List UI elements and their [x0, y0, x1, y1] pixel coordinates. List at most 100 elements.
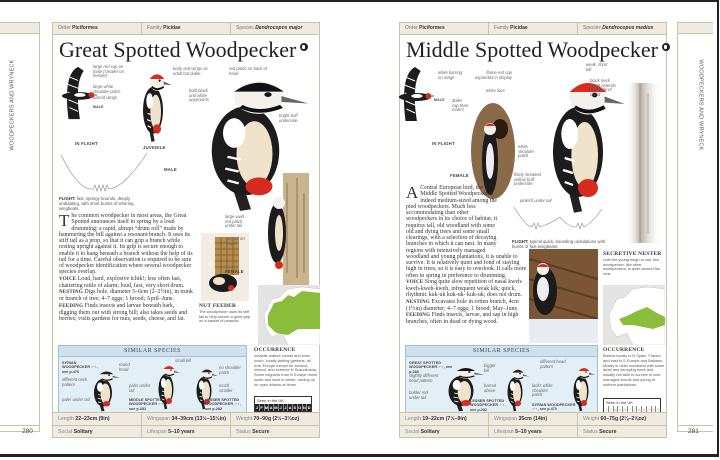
annotation: white barring on wings — [438, 70, 462, 80]
stats-footer: Length 19–22cm (7½–9in) Wingspan 35cm (1… — [400, 412, 666, 437]
photo-title: SECRETIVE NESTER — [603, 251, 662, 257]
similar-species-name: LESSER SPOTTED WOODPECKER ♂♀, see p.282 — [470, 399, 506, 412]
annotation: bright buff underside — [279, 113, 298, 123]
month-cell: N — [650, 406, 656, 413]
middle-spotted-illustration — [151, 360, 181, 410]
annotation: barred wings — [93, 95, 117, 100]
annotation: bolder red under tail — [409, 390, 428, 400]
annotation: much smaller — [219, 383, 233, 393]
range-map — [603, 285, 665, 345]
page-title: Middle Spotted Woodpecker — [406, 37, 671, 63]
label-juvenile: JUVENILE — [143, 145, 166, 150]
species-cell: Species Dendrocopos major — [236, 25, 303, 31]
annotation: body and wings as adult but duller — [173, 66, 208, 76]
month-cell: M — [622, 406, 627, 413]
annotation: barred above — [484, 383, 497, 393]
month-cell: S — [641, 406, 646, 413]
juvenile-illustration — [133, 65, 173, 143]
annotation: flame-red cap expanded in display — [474, 70, 512, 80]
month-cell: O — [645, 406, 651, 413]
similar-species-name: SYRIAN WOODPECKER ♂♀, see p.470 — [532, 403, 576, 412]
month-cell: J — [282, 404, 288, 411]
similar-species-title: SIMILAR SPECIES — [406, 346, 597, 357]
occurrence-text: Breeds locally in N Spain, France, and e… — [603, 353, 665, 387]
bird-in-flight-illustration — [396, 65, 434, 125]
month-cell: O — [296, 404, 302, 411]
flight-caption: FLIGHT: fast, springy bounds, deeply und… — [59, 196, 134, 211]
stat-wingspan: Wingspan 34–39cm (13½–15½in) — [142, 413, 231, 425]
stat-length: Length 19–22cm (7½–9in) — [400, 413, 489, 425]
month-cell: J — [255, 404, 259, 411]
annotation: small bill — [175, 358, 192, 363]
order-cell: Order Piciformes — [53, 23, 142, 34]
annotation: pinkish under tail — [520, 198, 552, 203]
month-cell: N — [301, 404, 307, 411]
photo-title: NUT FEEDER — [199, 303, 237, 309]
male-illustration — [178, 65, 313, 213]
month-cell: J — [277, 404, 283, 411]
similar-species-name: SYRIAN WOODPECKER ♂♀, see p.470 — [62, 361, 98, 374]
page-title: Great Spotted Woodpecker — [59, 37, 309, 63]
month-cell: D — [306, 404, 311, 411]
stat-weight: Weight 70–90g (2½–3¼oz) — [236, 416, 300, 422]
annotation: large vivid red patch under tail — [225, 214, 244, 229]
label-female: FEMALE — [225, 269, 244, 274]
annotation: bold black and white upperparts — [189, 88, 210, 103]
month-cell: J — [631, 406, 637, 413]
month-cell: A — [268, 404, 273, 411]
family-cell: Family Picidae — [142, 23, 231, 34]
lesser-spotted-illustration — [189, 364, 219, 410]
right-section-tab — [677, 22, 713, 432]
annotation: large white shoulder patch — [93, 84, 121, 94]
label-female: FEMALE — [450, 173, 469, 178]
label-in-flight: IN FLIGHT — [75, 141, 98, 146]
flight-path-diagram — [513, 206, 603, 230]
annotation: duller cap than male's — [452, 98, 469, 113]
stat-weight: Weight 60–75g (2⅛–2⅝oz) — [583, 416, 647, 422]
nest-hole-photo — [529, 249, 598, 343]
photo-caption: The woodpecker uses its stiff tail to he… — [199, 309, 251, 324]
bird-in-flight-illustration — [59, 65, 97, 123]
annotation: paler under tail — [62, 397, 90, 402]
section-label: WOODPECKERS AND WRYNECK — [697, 59, 704, 151]
sound-icon[interactable] — [300, 43, 309, 51]
page-number: 281 — [688, 428, 699, 435]
annotation: finely streaked yellow-buff underside — [514, 172, 541, 187]
annotation: paler under tail — [129, 383, 151, 393]
month-cell: M — [612, 406, 618, 413]
family-cell: Family Picidae — [489, 23, 578, 34]
occurrence-text: Inhabits mature woods and even scrub, lo… — [254, 353, 318, 387]
similar-species-panel: SIMILAR SPECIES SYRIAN WOODPECKER ♂♀, se… — [58, 345, 247, 413]
annotation: white face — [486, 88, 505, 93]
annotation: round head — [119, 362, 130, 372]
left-page: Order Piciformes Family Picidae Species … — [52, 22, 320, 438]
female-illustration — [249, 173, 317, 285]
stat-lifespan: Lifespan 5–10 years — [489, 426, 578, 437]
syrian-woodpecker-illustration — [566, 362, 596, 412]
taxonomy-header: Order Piciformes Family Picidae Species … — [53, 23, 319, 35]
range-map — [258, 285, 320, 345]
label-in-flight: IN FLIGHT — [432, 141, 455, 146]
annotation: red patch on back of head — [229, 66, 267, 76]
similar-species-title: SIMILAR SPECIES — [59, 346, 246, 357]
left-section-tab — [0, 22, 40, 432]
sound-icon[interactable] — [662, 43, 671, 51]
stat-social: Social Solitary — [53, 426, 142, 437]
annotation: different head pattern — [540, 359, 566, 369]
month-cell: J — [626, 406, 632, 413]
section-label: WOODPECKERS AND WRYNECK — [9, 59, 16, 151]
stat-wingspan: Wingspan 35cm (14in) — [489, 413, 578, 425]
label-male: MALE — [93, 105, 104, 109]
stat-length: Length 22–23cm (9in) — [53, 413, 142, 425]
month-cell: J — [604, 406, 608, 413]
taxonomy-header: Order Piciformes Family Picidae Species … — [400, 23, 666, 35]
species-cell: Species Dendrocopos medius — [583, 25, 654, 31]
annotation: no red on nape — [227, 236, 245, 246]
month-cell: M — [263, 404, 269, 411]
month-cell: A — [287, 404, 292, 411]
annotation: no shoulder patch — [219, 365, 241, 375]
occurrence-title: OCCURRENCE — [603, 347, 645, 353]
